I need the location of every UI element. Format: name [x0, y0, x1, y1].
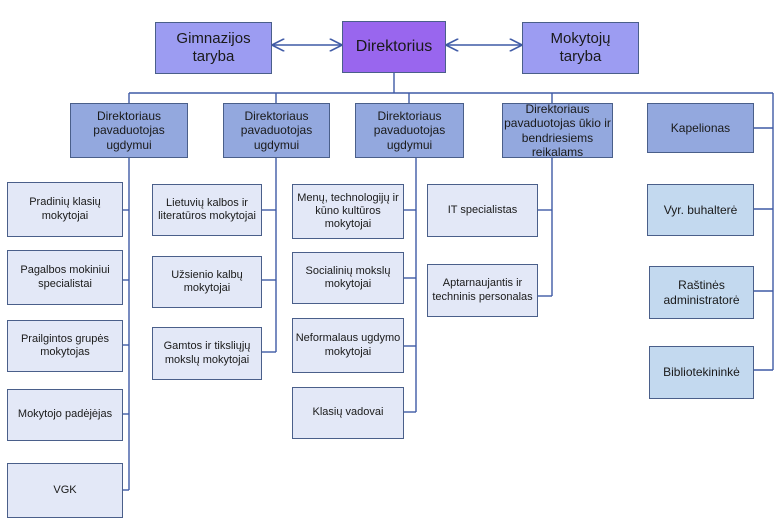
staff-box-it-specialist: IT specialistas: [427, 184, 538, 237]
staff-box-lithuanian: Lietuvių kalbos ir literatūros mokytojai: [152, 184, 262, 236]
council-left-box: Gimnazijos taryba: [155, 22, 272, 74]
staff-box-primary-teachers: Pradinių klasių mokytojai: [7, 182, 123, 237]
staff-box-teacher-assistant: Mokytojo padėjėjas: [7, 389, 123, 441]
deputy-box-3: Direktoriaus pavaduotojas ugdymui: [355, 103, 464, 158]
deputy-box-4: Direktoriaus pavaduotojas ūkio ir bendri…: [502, 102, 613, 159]
director-box: Direktorius: [342, 21, 446, 73]
staff-box-non-formal: Neformalaus ugdymo mokytojai: [292, 318, 404, 373]
chaplain-box: Kapelionas: [647, 103, 754, 153]
staff-box-sciences: Gamtos ir tiksliųjų mokslų mokytojai: [152, 327, 262, 380]
staff-box-foreign-languages: Užsienio kalbų mokytojai: [152, 256, 262, 308]
deputy-box-1: Direktoriaus pavaduotojas ugdymui: [70, 103, 188, 158]
staff-box-extended-group: Prailgintos grupės mokytojas: [7, 320, 123, 372]
staff-box-librarian: Bibliotekininkė: [649, 346, 754, 399]
staff-box-social-sciences: Socialinių mokslų mokytojai: [292, 252, 404, 304]
staff-box-class-teachers: Klasių vadovai: [292, 387, 404, 439]
staff-box-arts-tech: Menų, technologijų ir kūno kultūros moky…: [292, 184, 404, 239]
staff-box-vgk: VGK: [7, 463, 123, 518]
deputy-box-2: Direktoriaus pavaduotojas ugdymui: [223, 103, 330, 158]
staff-box-technical-staff: Aptarnaujantis ir techninis personalas: [427, 264, 538, 317]
staff-box-support-specialists: Pagalbos mokiniui specialistai: [7, 250, 123, 305]
staff-box-chief-accountant: Vyr. buhalterė: [647, 184, 754, 236]
staff-box-office-administrator: Raštinės administratorė: [649, 266, 754, 319]
council-right-box: Mokytojų taryba: [522, 22, 639, 74]
